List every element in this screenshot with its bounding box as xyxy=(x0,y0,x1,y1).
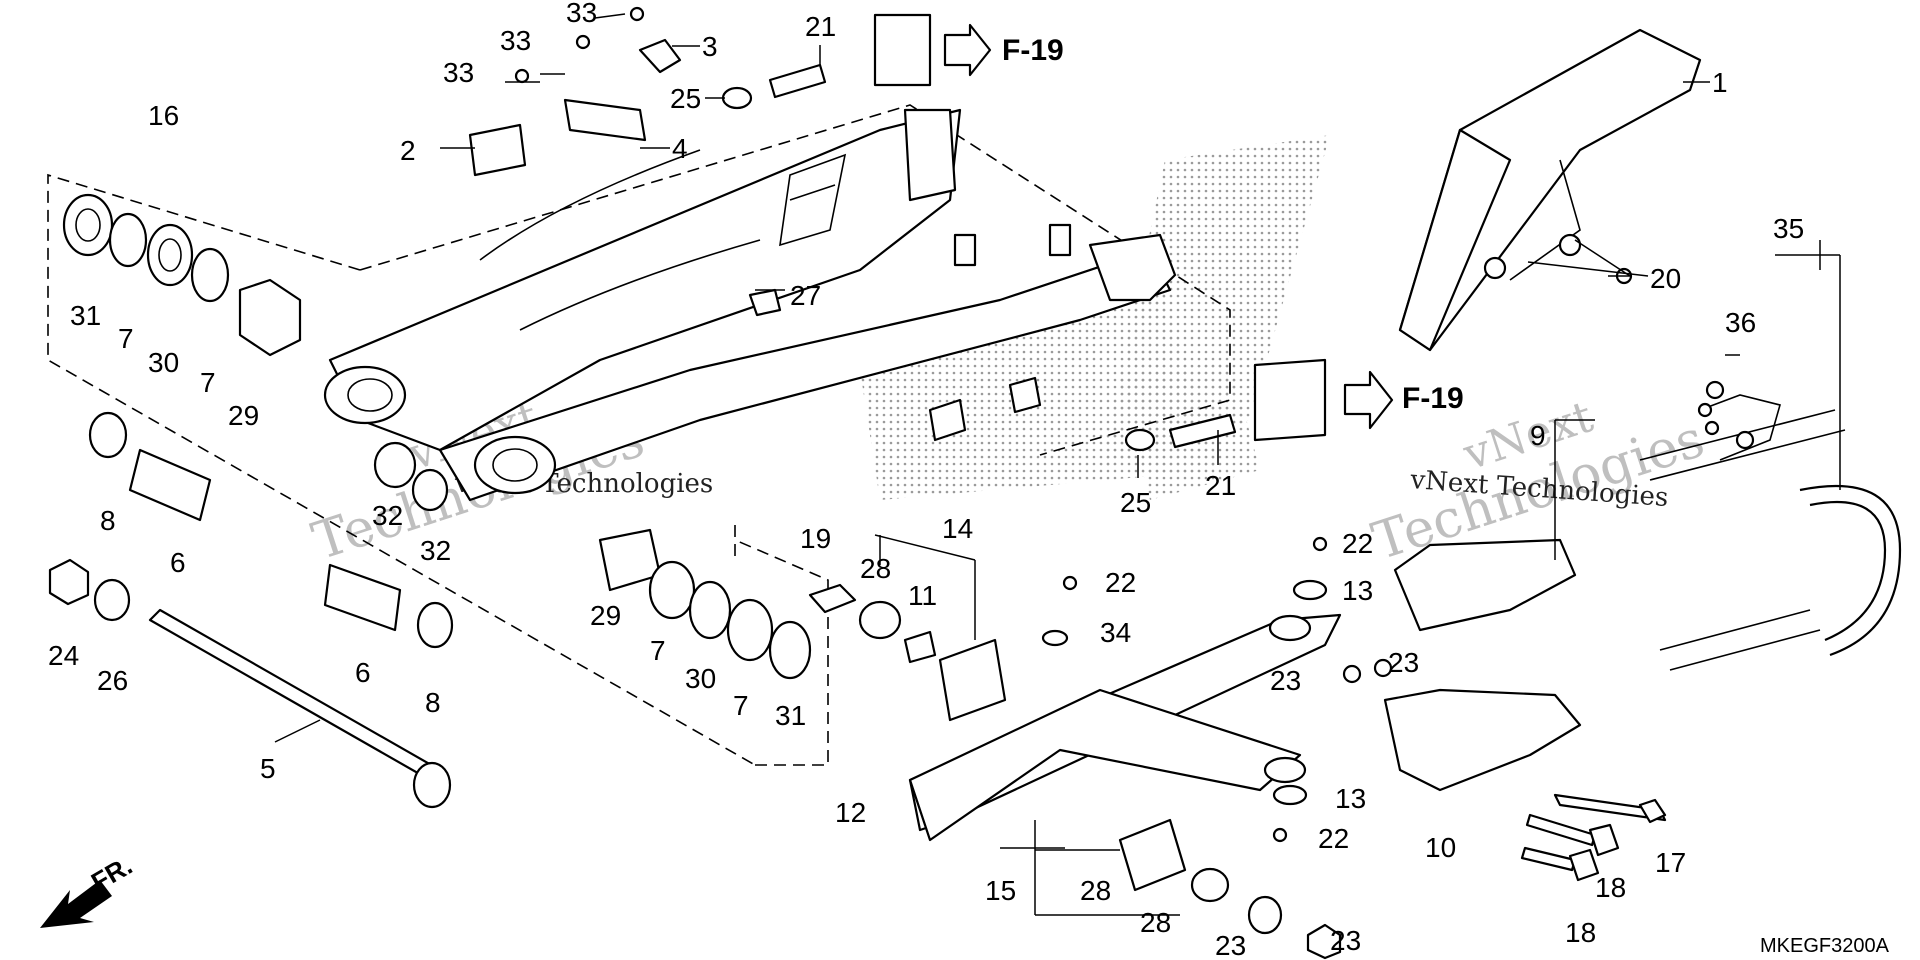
callout-32b: 32 xyxy=(420,535,451,566)
pivot-bearing-parts xyxy=(48,193,454,809)
callout-20: 20 xyxy=(1650,263,1681,294)
callout-25b: 25 xyxy=(1120,487,1151,518)
callout-31b: 31 xyxy=(775,700,806,731)
callout-15: 15 xyxy=(985,875,1016,906)
callout-10: 10 xyxy=(1425,832,1456,863)
callout-33b: 33 xyxy=(500,25,531,56)
callout-19: 19 xyxy=(800,523,831,554)
callout-23d: 23 xyxy=(1330,925,1361,956)
callout-5: 5 xyxy=(260,753,276,784)
leader-lines xyxy=(274,13,1841,916)
callout-6b: 6 xyxy=(355,657,371,688)
callout-7a: 7 xyxy=(118,323,134,354)
right-pivot-parts xyxy=(598,528,812,680)
callout-22c: 22 xyxy=(1318,823,1349,854)
callout-11: 11 xyxy=(908,580,937,611)
callout-7d: 7 xyxy=(733,690,749,721)
callout-32a: 32 xyxy=(372,500,403,531)
callout-16: 16 xyxy=(148,100,179,131)
linkage-parts xyxy=(808,536,1393,960)
callout-17: 17 xyxy=(1655,847,1686,878)
callout-12: 12 xyxy=(835,797,866,828)
chain-case xyxy=(1398,28,1702,352)
callout-23a: 23 xyxy=(1388,647,1419,678)
callout-7b: 7 xyxy=(200,367,216,398)
callout-4: 4 xyxy=(672,133,688,164)
callout-13b: 13 xyxy=(1335,783,1366,814)
callout-23c: 23 xyxy=(1215,930,1246,960)
callout-7c: 7 xyxy=(650,635,666,666)
callout-1: 1 xyxy=(1712,67,1728,98)
callout-33c: 33 xyxy=(443,57,474,88)
callout-26: 26 xyxy=(97,665,128,696)
reference-marks: F-19 F-19 xyxy=(1002,34,1464,415)
callout-23b: 23 xyxy=(1270,665,1301,696)
callout-29b: 29 xyxy=(590,600,621,631)
callout-33a: 33 xyxy=(566,0,597,28)
chain-guide-parts xyxy=(1383,267,1667,882)
callout-2: 2 xyxy=(400,135,416,166)
callout-18a: 18 xyxy=(1595,872,1626,903)
callout-24: 24 xyxy=(48,640,79,671)
swingarm-body xyxy=(323,108,1177,502)
callout-13a: 13 xyxy=(1342,575,1373,606)
callout-28c: 28 xyxy=(1140,907,1171,938)
assembly-outlines xyxy=(47,104,1231,766)
callout-30a: 30 xyxy=(148,347,179,378)
callout-labels: 1 2 3 4 5 6 6 7 7 7 7 8 8 9 10 11 12 13 … xyxy=(48,0,1804,960)
callout-8b: 8 xyxy=(425,687,441,718)
drive-chain xyxy=(1639,380,1902,671)
callout-28a: 28 xyxy=(860,553,891,584)
callout-29a: 29 xyxy=(228,400,259,431)
callout-31a: 31 xyxy=(70,300,101,331)
callout-22a: 22 xyxy=(1342,528,1373,559)
front-direction-marker: FR. xyxy=(40,850,137,928)
callout-21a: 21 xyxy=(805,11,836,42)
callout-30b: 30 xyxy=(685,663,716,694)
callout-3: 3 xyxy=(702,31,718,62)
callout-9: 9 xyxy=(1530,420,1546,451)
drawing-code: MKEGF3200A xyxy=(1760,935,1890,957)
callout-18b: 18 xyxy=(1565,917,1596,948)
upper-bracket-parts xyxy=(468,6,1394,452)
ref-f19-top: F-19 xyxy=(1002,34,1064,67)
callout-6a: 6 xyxy=(170,547,186,578)
callout-28b: 28 xyxy=(1080,875,1111,906)
callout-25a: 25 xyxy=(670,83,701,114)
callout-21b: 21 xyxy=(1205,470,1236,501)
callout-22b: 22 xyxy=(1105,567,1136,598)
callout-34: 34 xyxy=(1100,617,1131,648)
callout-8a: 8 xyxy=(100,505,116,536)
callout-36: 36 xyxy=(1725,307,1756,338)
ref-f19-right: F-19 xyxy=(1402,382,1464,415)
callout-14: 14 xyxy=(942,513,973,544)
callout-35: 35 xyxy=(1773,213,1804,244)
callout-27: 27 xyxy=(790,280,821,311)
